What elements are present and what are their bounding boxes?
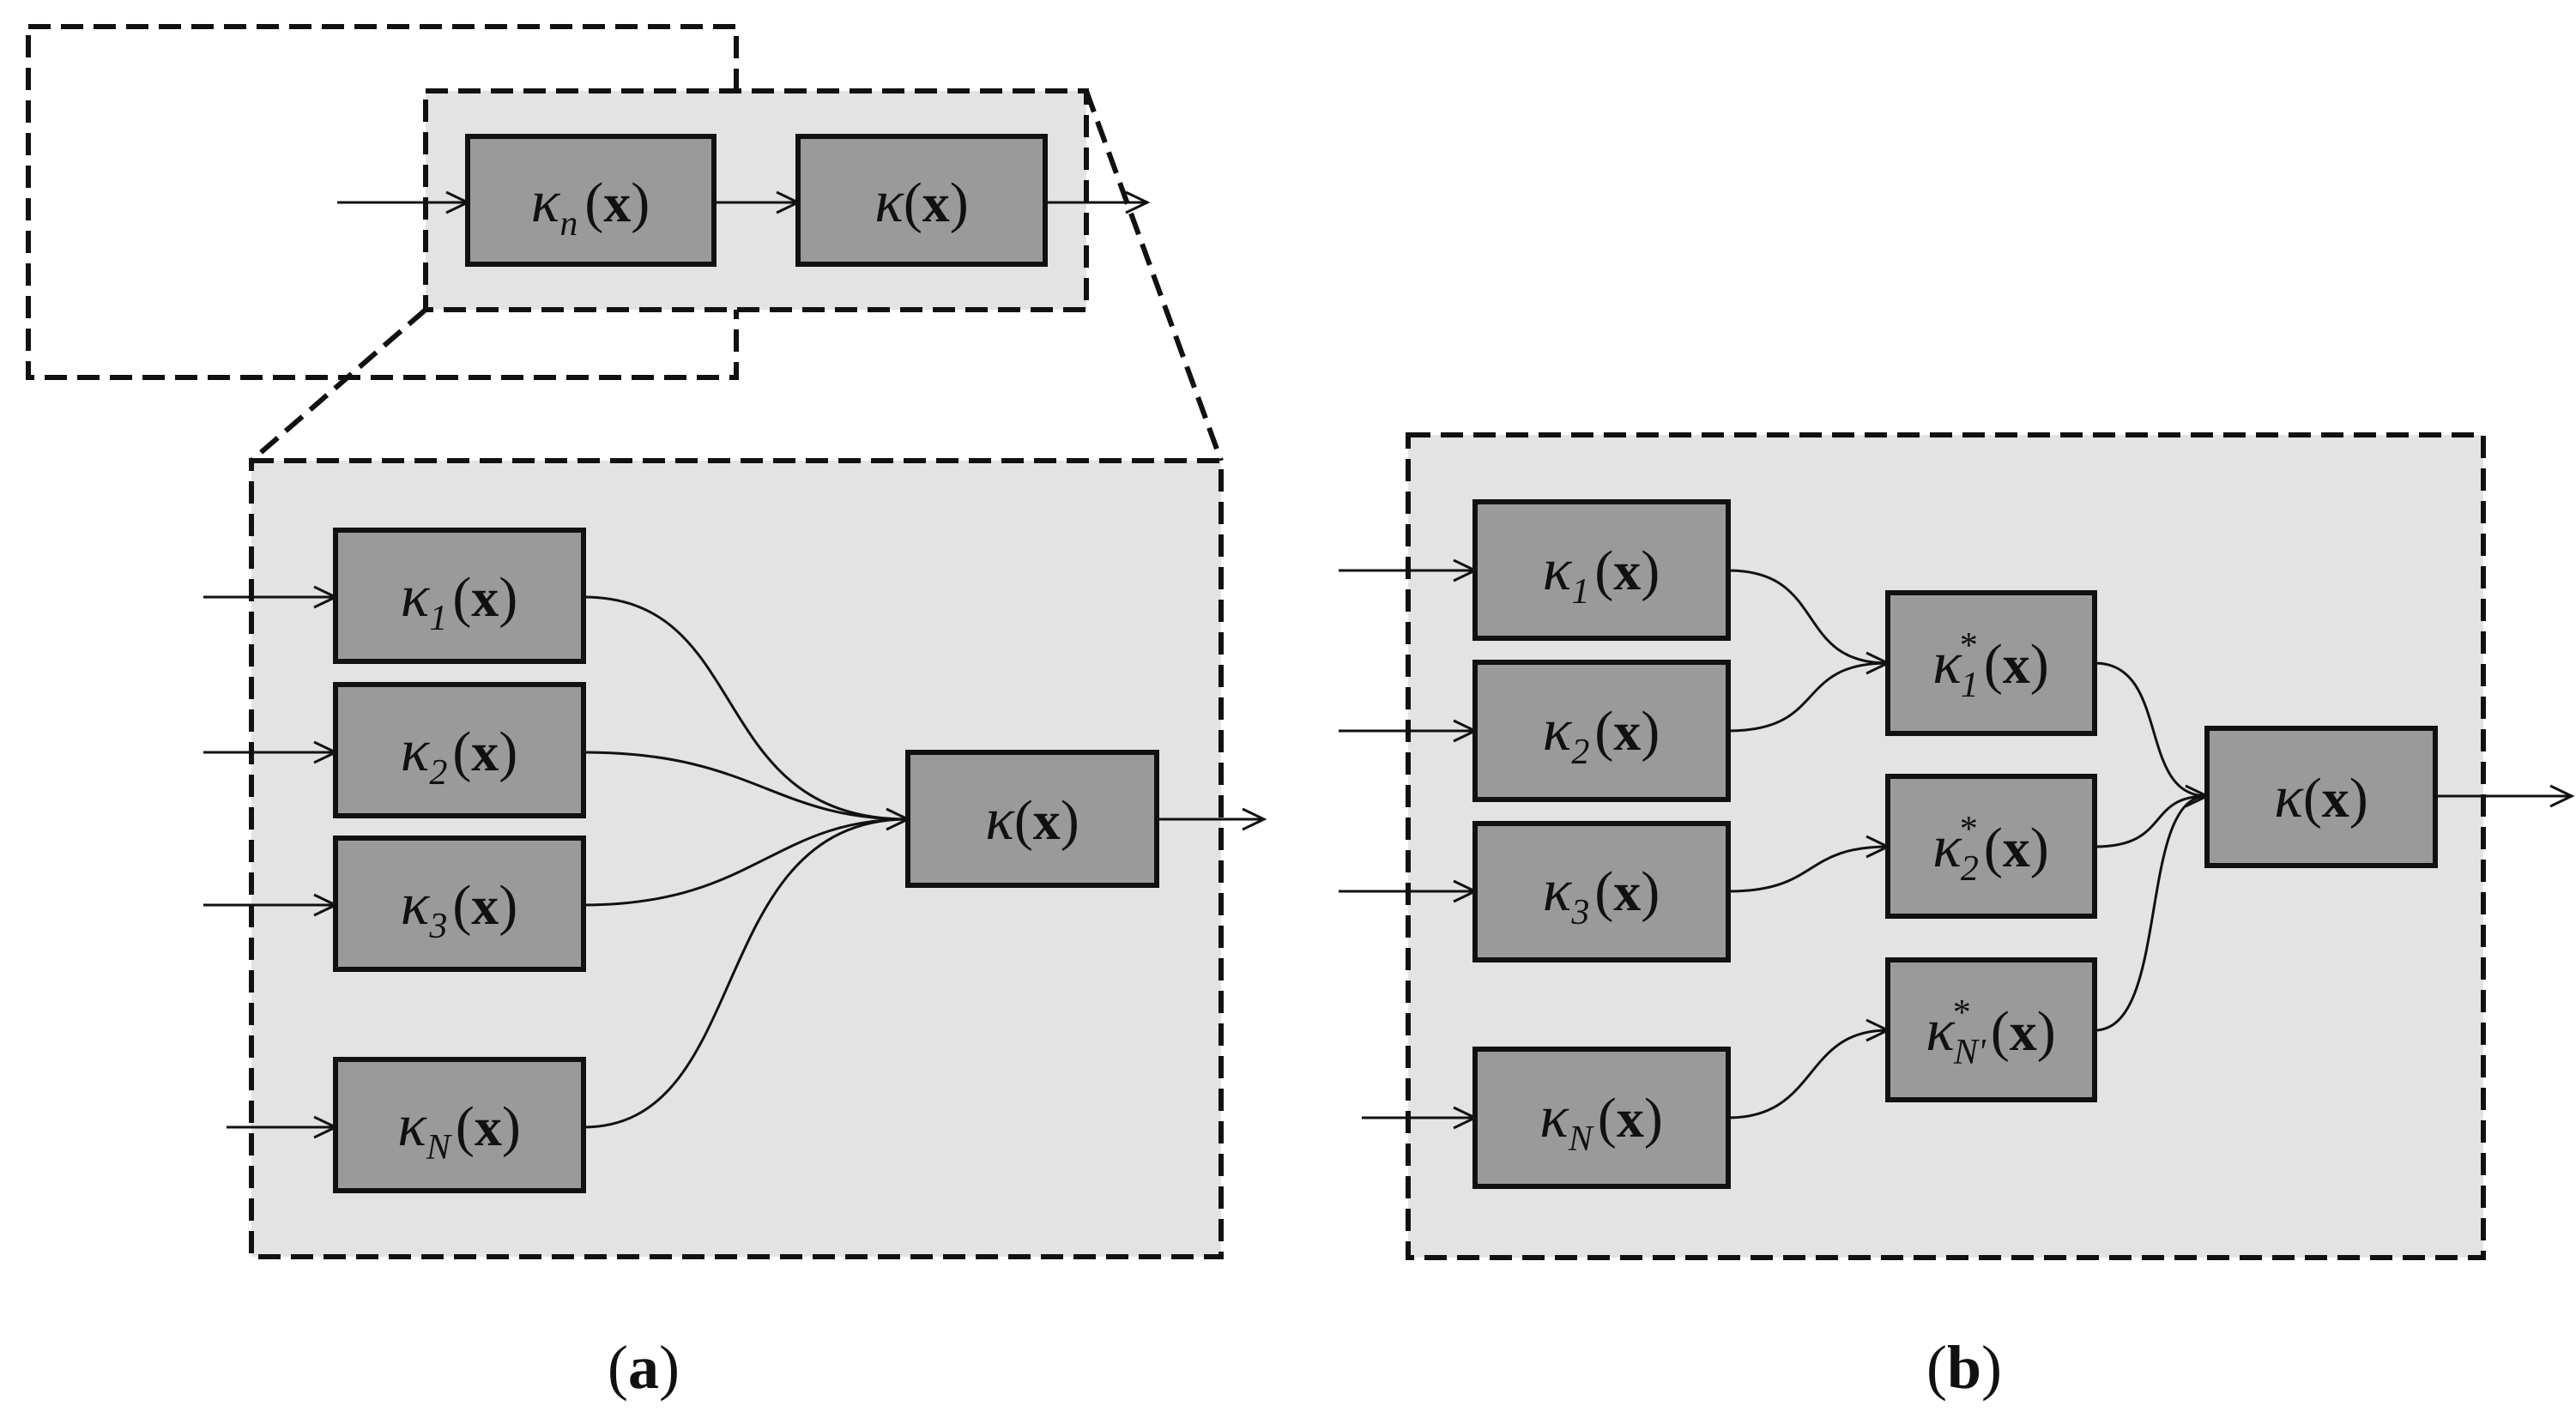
panel-a-input-arrows <box>203 585 339 1139</box>
panel-a: κn(x) κ(x) κ1(x) <box>26 24 1267 1402</box>
panel-a-block-kappa-2: κ2(x) <box>333 682 586 818</box>
panel-a-block-kappa-1: κ1(x) <box>333 528 586 664</box>
panel-b-block-kappa-1: κ1(x) <box>1472 499 1731 641</box>
top-block-kappa-label: κ(x) <box>874 169 969 235</box>
panel-b: κ1(x) κ2(x) κ3(x) κN(x) κ*1(x) κ*2(x) κ*… <box>1339 432 2575 1402</box>
panel-a-converging-wires <box>583 595 1267 1129</box>
panel-b-block-kappa-output: κ(x) <box>2204 726 2438 868</box>
panel-b-block-kappa-star-1: κ*1(x) <box>1885 590 2097 736</box>
panel-b-block-kappa-2: κ2(x) <box>1472 660 1731 802</box>
panel-a-block-kappa-3-label: κ3(x) <box>401 872 518 946</box>
panel-a-block-kappa-1-label: κ1(x) <box>401 564 518 638</box>
zoom-line-left <box>250 307 427 463</box>
panel-b-block-kappa-star-N-prime-label: κ*N'(x) <box>1926 993 2056 1072</box>
panel-a-caption: (a) <box>608 1333 680 1402</box>
top-output-arrowhead <box>1125 190 1151 214</box>
panel-a-block-kappa-2-label: κ2(x) <box>401 718 518 793</box>
panel-b-block-kappa-star-2: κ*2(x) <box>1885 774 2097 919</box>
panel-b-block-kappa-output-label: κ(x) <box>2274 764 2368 830</box>
panel-b-caption: (b) <box>1926 1333 2002 1402</box>
panel-b-block-kappa-1-label: κ1(x) <box>1543 537 1660 612</box>
panel-b-block-kappa-2-label: κ2(x) <box>1543 697 1660 772</box>
panel-a-block-kappa-N: κN(x) <box>333 1057 586 1193</box>
panel-b-block-kappa-N-label: κN(x) <box>1539 1084 1663 1159</box>
panel-b-block-kappa-star-N-prime: κ*N'(x) <box>1885 957 2097 1102</box>
panel-a-block-kappa-output-label: κ(x) <box>985 787 1079 853</box>
panel-b-input-arrows <box>1339 558 1478 1130</box>
zoom-line-right <box>1084 89 1224 462</box>
panel-a-block-kappa-3: κ3(x) <box>333 836 586 972</box>
panel-b-block-kappa-N: κN(x) <box>1472 1047 1731 1189</box>
panel-a-block-kappa-output: κ(x) <box>905 750 1159 888</box>
panel-a-block-kappa-N-label: κN(x) <box>397 1093 521 1168</box>
panel-b-block-kappa-star-1-label: κ*1(x) <box>1932 626 2049 705</box>
panel-b-block-kappa-3: κ3(x) <box>1472 821 1731 962</box>
panel-b-block-kappa-star-2-label: κ*2(x) <box>1932 810 2049 889</box>
top-block-kappa: κ(x) <box>795 134 1048 267</box>
top-block-kappa-n-label: κn(x) <box>531 169 650 244</box>
top-block-kappa-n: κn(x) <box>465 134 717 267</box>
panel-b-block-kappa-3-label: κ3(x) <box>1543 858 1660 932</box>
panel-b-stage2-wires <box>2094 661 2575 1032</box>
